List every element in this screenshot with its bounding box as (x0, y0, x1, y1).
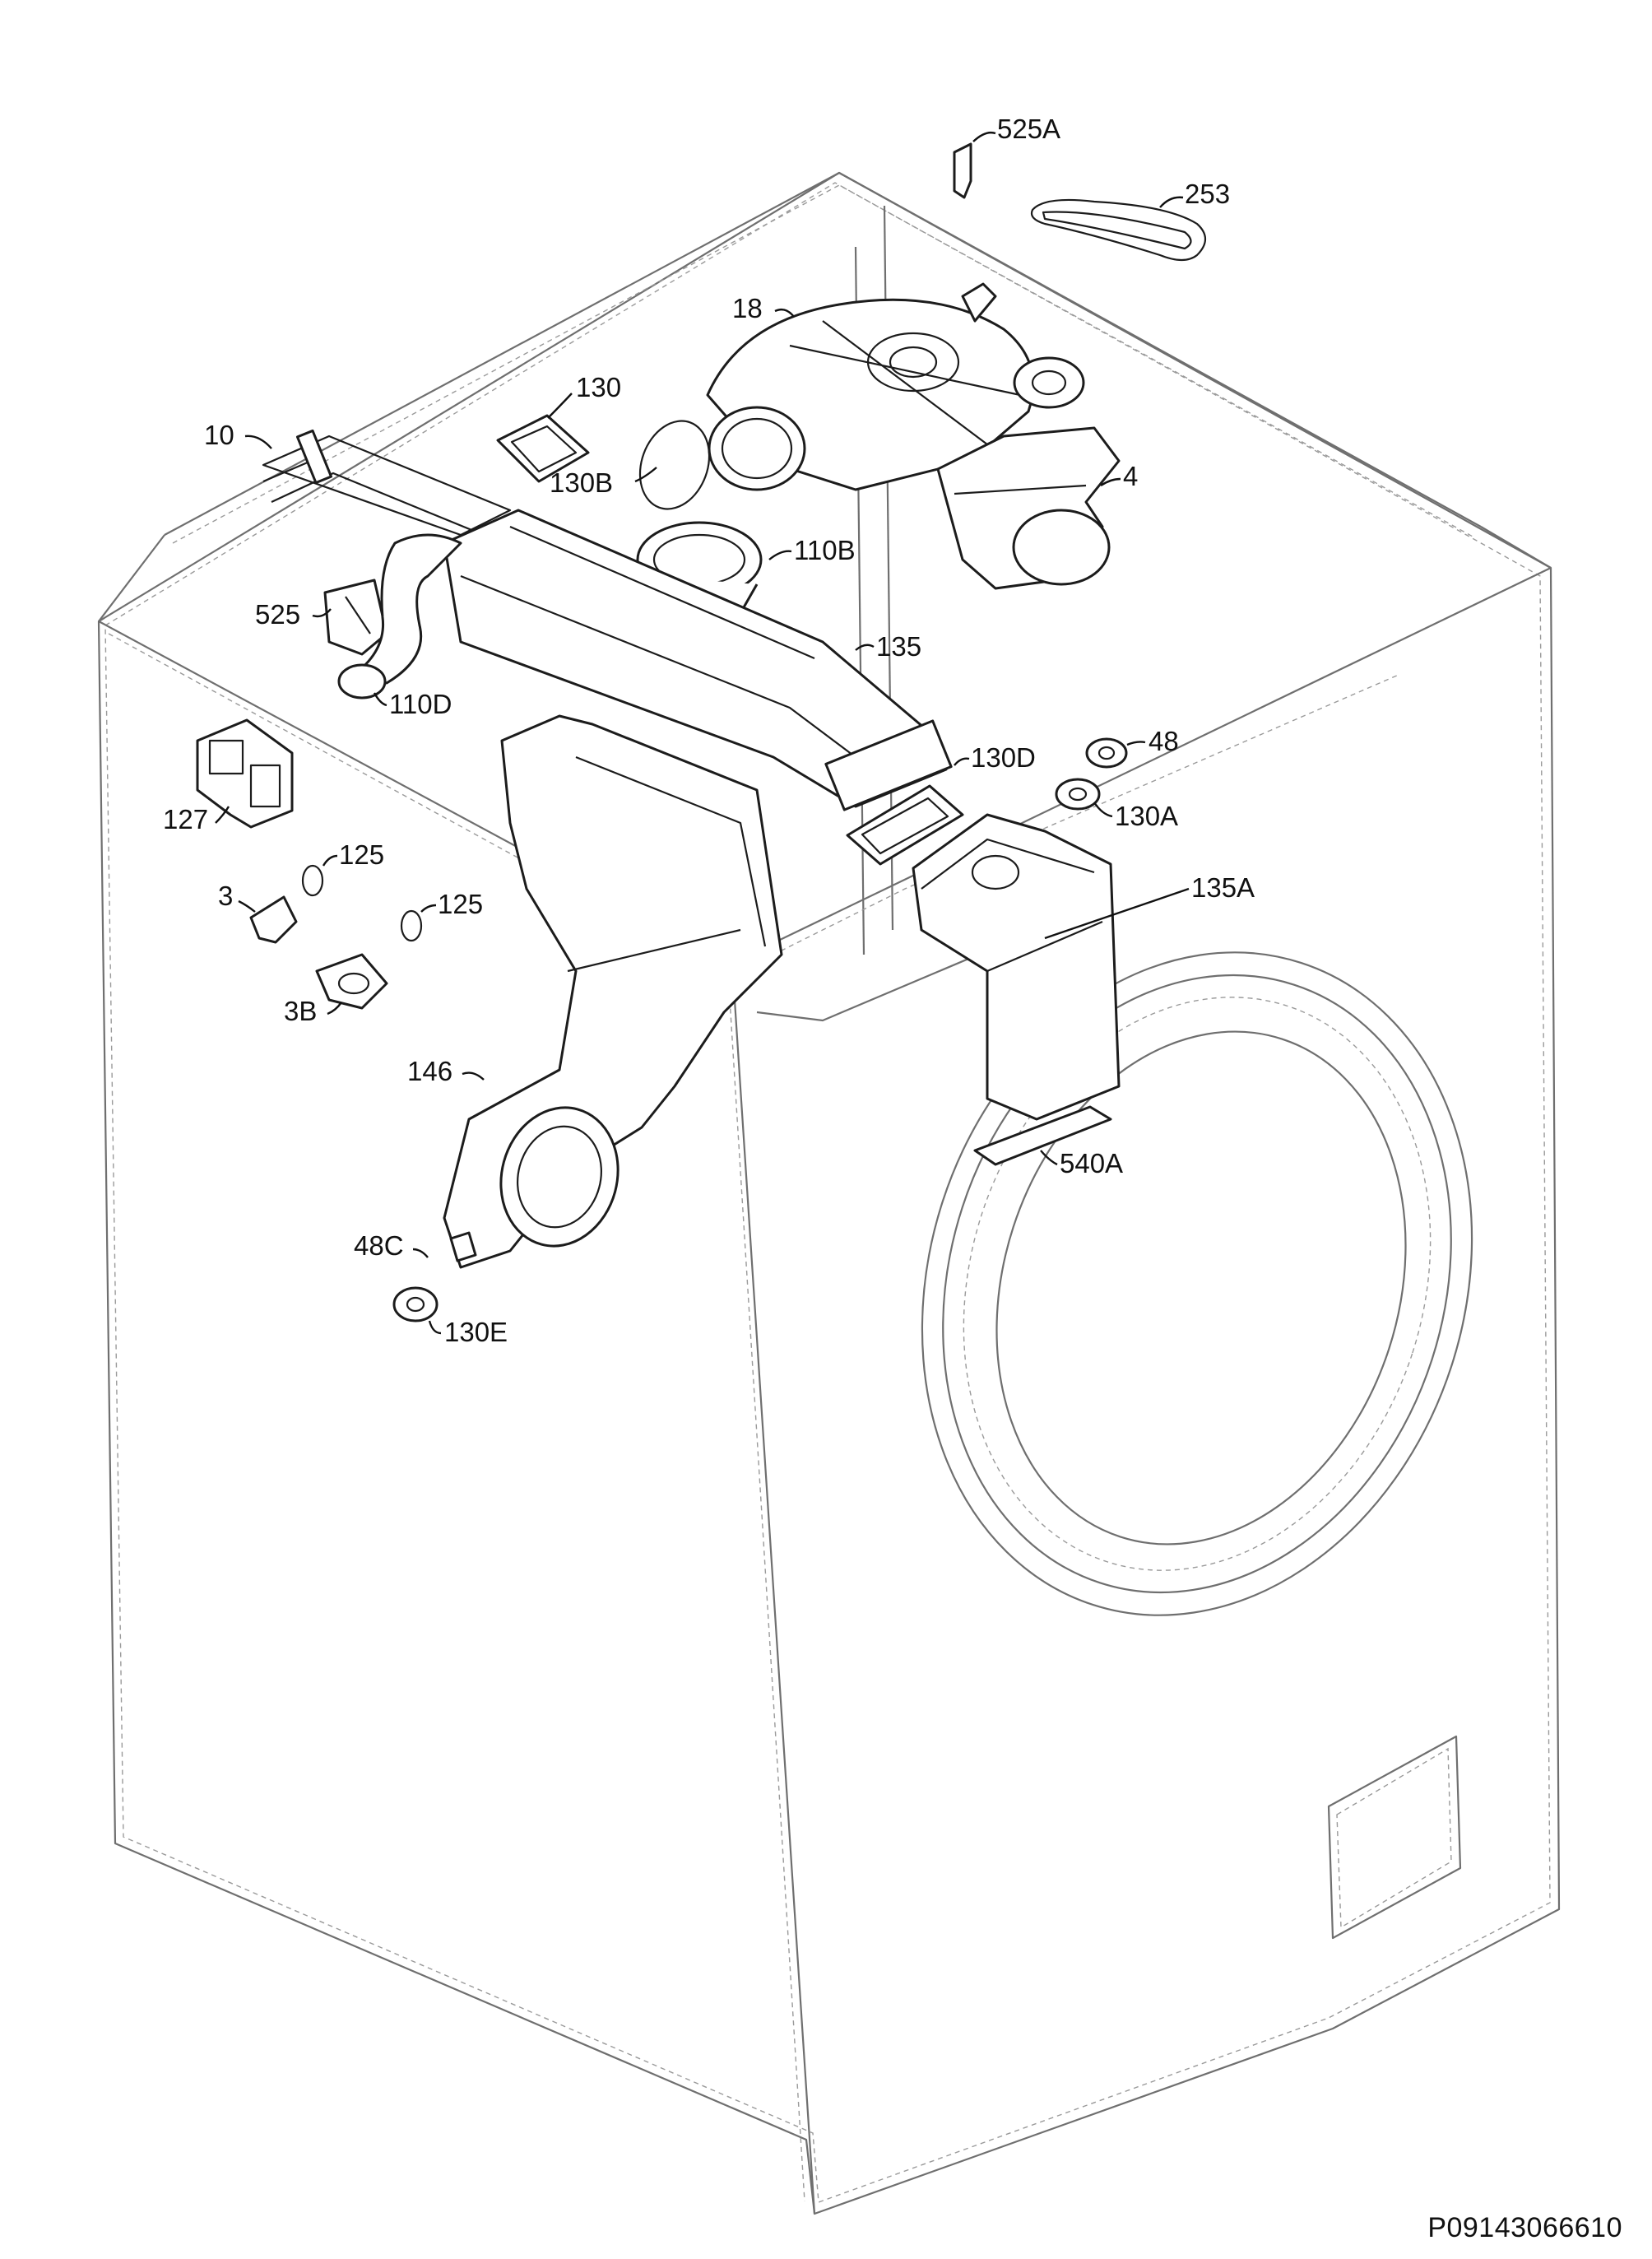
label-130D: 130D (971, 742, 1036, 773)
label-135A: 135A (1191, 872, 1255, 903)
clip-3 (249, 895, 298, 944)
bracket-525 (323, 579, 388, 656)
label-525: 525 (255, 599, 300, 630)
label-130: 130 (576, 372, 621, 402)
nut-48C (449, 1231, 477, 1262)
label-3B: 3B (284, 996, 317, 1026)
label-130B: 130B (550, 467, 613, 498)
gasket-130 (496, 414, 590, 483)
label-253: 253 (1185, 179, 1230, 209)
label-110D: 110D (389, 689, 452, 719)
label-540A: 540A (1060, 1148, 1123, 1178)
seal-540A (973, 1105, 1112, 1166)
label-18: 18 (732, 293, 763, 323)
bracket-525A (953, 142, 972, 199)
part-callouts: 525A 253 18 130 10 130B 110B 4 525 135 1… (163, 114, 1255, 1347)
label-3: 3 (218, 881, 233, 911)
washer-130A (1055, 778, 1101, 811)
fan-housing-18 (706, 282, 1035, 491)
label-135: 135 (876, 631, 921, 662)
oring-125-lower (400, 909, 423, 942)
label-525A: 525A (997, 114, 1060, 144)
label-110B: 110B (794, 535, 856, 565)
valve-127 (196, 718, 294, 829)
label-146: 146 (407, 1056, 452, 1086)
seal-ring-130B (638, 420, 711, 510)
label-127: 127 (163, 804, 208, 834)
nut-48 (1085, 737, 1128, 769)
washer-130E (392, 1286, 439, 1322)
gasket-130D (846, 784, 964, 866)
drawing-code: P09143066610 (1427, 2212, 1622, 2243)
label-125-lower: 125 (438, 889, 483, 919)
hose-110D (337, 533, 462, 700)
housing-146 (443, 714, 783, 1269)
label-10: 10 (204, 420, 234, 450)
label-48: 48 (1149, 726, 1179, 756)
clip-3B (315, 953, 388, 1010)
label-125-upper: 125 (339, 839, 384, 870)
motor-4 (936, 356, 1121, 590)
label-4: 4 (1123, 461, 1138, 491)
label-130E: 130E (444, 1317, 508, 1347)
label-48C: 48C (354, 1230, 404, 1261)
duct-135A (912, 813, 1121, 1121)
leader-lines (215, 131, 1190, 1335)
oring-125-upper (301, 864, 324, 897)
heater-10 (262, 429, 512, 541)
belt-253 (1030, 198, 1207, 262)
label-130A: 130A (1115, 801, 1178, 831)
air-duct-135 (443, 509, 953, 811)
